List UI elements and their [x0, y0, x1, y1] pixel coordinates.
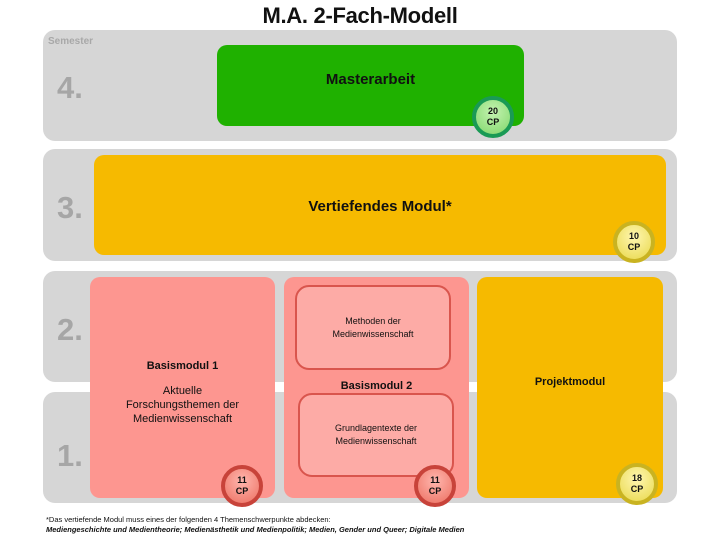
subtitle-line: Medienwissenschaft [132, 412, 233, 425]
cp-value: 11 [430, 475, 440, 485]
basismodul-2-part-methoden: Methoden der Medienwissenschaft [295, 285, 451, 370]
part-line: Medienwissenschaft [332, 328, 414, 339]
cp-badge-basismodul-2: 11 CP [414, 465, 456, 507]
semester-number-4: 4. [57, 70, 83, 105]
cp-badge-projektmodul: 18 CP [616, 463, 658, 505]
cp-value: 10 [628, 231, 639, 241]
part-line: Grundlagentexte der [334, 423, 418, 433]
semester-number-3: 3. [57, 190, 83, 225]
module-basismodul-1-title: Basismodul 1 [146, 359, 219, 372]
module-projektmodul-title: Projektmodul [534, 375, 606, 388]
subtitle-line: Forschungsthemen der [125, 398, 240, 411]
diagram-title: M.A. 2-Fach-Modell [262, 3, 458, 28]
module-basismodul-1: Basismodul 1 Aktuelle Forschungsthemen d… [90, 277, 275, 498]
cp-unit: CP [630, 484, 644, 494]
module-basismodul-1-subtitle: Aktuelle Forschungsthemen der Medienwiss… [126, 384, 239, 426]
cp-value: 20 [487, 106, 498, 116]
cp-unit: CP [235, 486, 249, 496]
cp-unit: CP [428, 486, 442, 496]
cp-unit: CP [627, 242, 641, 252]
footnote: *Das vertiefende Modul muss eines der fo… [46, 515, 464, 535]
cp-badge-masterarbeit: 20 CP [472, 96, 514, 138]
module-vertiefend: Vertiefendes Modul* [94, 155, 666, 255]
semester-header-label: Semester [48, 36, 94, 47]
semester-number-1: 1. [57, 438, 83, 473]
cp-badge-vertiefend: 10 CP [613, 221, 655, 263]
cp-value: 18 [631, 473, 642, 483]
module-vertiefend-title: Vertiefendes Modul* [308, 197, 452, 215]
module-masterarbeit-title: Masterarbeit [325, 71, 416, 88]
footnote-line-2: Mediengeschichte und Medientheorie; Medi… [46, 525, 465, 534]
part-line: Medienwissenschaft [335, 436, 417, 446]
cp-unit: CP [486, 117, 500, 127]
subtitle-line: Aktuelle [162, 384, 203, 397]
semester-number-2: 2. [57, 312, 83, 347]
cp-value: 11 [237, 475, 247, 485]
module-basismodul-2-title: Basismodul 2 [340, 379, 413, 392]
part-line: Methoden der [345, 315, 401, 326]
cp-badge-basismodul-1: 11 CP [221, 465, 263, 507]
module-projektmodul: Projektmodul [477, 277, 663, 498]
basismodul-2-part-grundlagentexte: Grundlagentexte der Medienwissenschaft [298, 393, 454, 477]
footnote-line-1: *Das vertiefende Modul muss eines der fo… [46, 515, 331, 524]
